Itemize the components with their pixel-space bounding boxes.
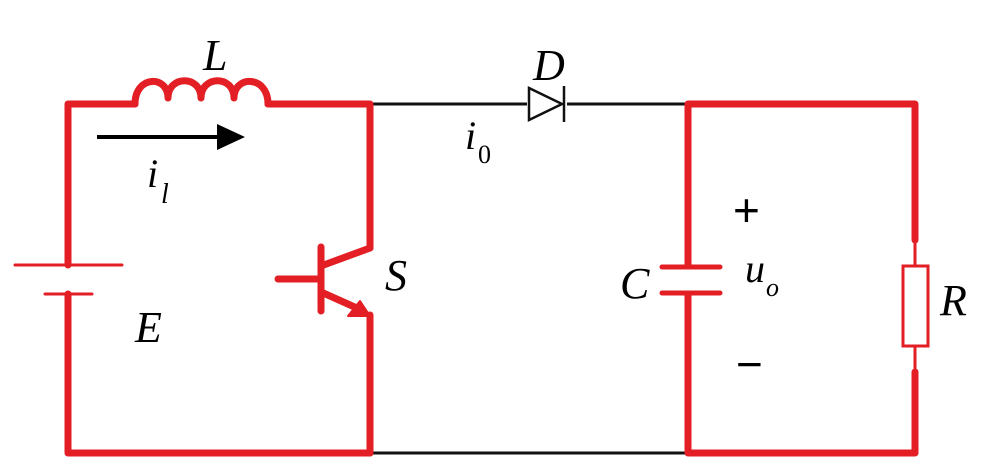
diode-label: D xyxy=(532,41,565,90)
transistor-emitter-arrow xyxy=(347,300,371,317)
battery-e xyxy=(13,263,124,296)
capacitor-label: C xyxy=(620,259,650,308)
left-top-wire xyxy=(64,100,139,269)
inductor-coil xyxy=(131,77,272,108)
source-label: E xyxy=(134,303,162,352)
diode-d xyxy=(527,86,566,122)
left-bottom-wire xyxy=(64,290,374,457)
right-top-wire xyxy=(684,100,919,269)
transistor-s xyxy=(274,243,374,317)
transistor-emitter xyxy=(317,288,363,313)
diode-current-subscript: 0 xyxy=(478,140,491,169)
inductor-current-arrow xyxy=(97,124,245,150)
plus-sign: + xyxy=(733,184,760,236)
right-bottom-wire xyxy=(684,290,919,457)
left-loop xyxy=(64,100,374,457)
black-wires xyxy=(370,102,688,455)
inductor-label: L xyxy=(202,31,227,80)
resistor-label: R xyxy=(939,276,967,325)
diode-triangle xyxy=(527,86,565,122)
capacitor-c xyxy=(659,264,723,296)
arrow-head xyxy=(217,124,245,150)
output-voltage-subscript: o xyxy=(766,273,779,302)
resistor-body xyxy=(901,264,930,348)
right-loop xyxy=(684,100,919,457)
inductor-current-label: i xyxy=(147,151,158,196)
switch-collector-wire xyxy=(264,100,374,252)
minus-sign: − xyxy=(736,338,763,390)
inductor-current-subscript: l xyxy=(161,179,169,210)
output-voltage-label: u xyxy=(745,246,765,291)
switch-label: S xyxy=(385,251,407,300)
diode-current-label: i xyxy=(465,113,476,158)
transistor-collector xyxy=(317,244,374,270)
